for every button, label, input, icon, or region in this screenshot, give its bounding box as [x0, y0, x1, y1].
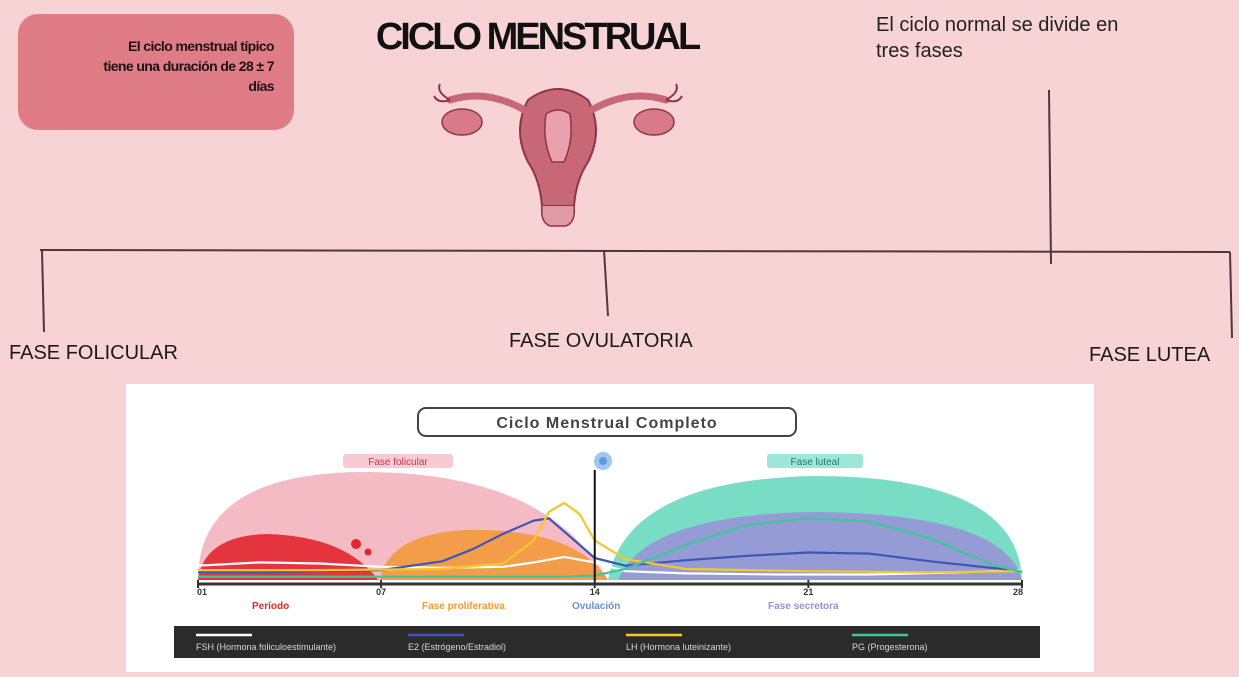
- blood-drop-icon-small: [364, 548, 372, 556]
- duration-line-1: El ciclo menstrual típico: [127, 38, 275, 54]
- x-axis-ticks: 01 07 14 21 28: [197, 580, 1023, 597]
- legend-items: FSH (Hormona foliculoestimulante) E2 (Est…: [196, 633, 928, 652]
- chart-title: Ciclo Menstrual Completo: [496, 415, 717, 432]
- legend-label-1: E2 (Estrógeno/Estradiol): [408, 642, 506, 652]
- x-tick-label-4: 28: [1013, 587, 1023, 597]
- hormone-curve-3: [198, 517, 1023, 578]
- hormone-chart: Ciclo Menstrual Completo Fase folicular …: [174, 407, 1040, 658]
- legend-label-3: PG (Progesterona): [852, 642, 928, 652]
- chart-title-pill: [417, 407, 797, 437]
- segment-label-period: Período: [252, 601, 289, 612]
- badge-luteal-bg: [767, 454, 863, 468]
- hormone-curve-2: [198, 501, 1023, 574]
- main-title: CICLO MENSTRUAL: [375, 16, 701, 58]
- badge-luteal-label: Fase luteal: [791, 457, 840, 468]
- ovum-nucleus-icon: [599, 457, 607, 465]
- badge-follicular-bg: [343, 454, 453, 468]
- x-tick-label-1: 07: [376, 587, 386, 597]
- hormone-curves: [197, 501, 1023, 578]
- uterus-illustration: [433, 83, 683, 227]
- badge-follicular-label: Fase folicular: [368, 457, 428, 468]
- period-area: [198, 534, 378, 580]
- blood-drop-icon: [351, 539, 361, 549]
- segment-label-proliferative: Fase proliferativa: [422, 601, 505, 612]
- phases-note-line-2: tres fases: [876, 40, 963, 62]
- phases-note: El ciclo normal se divide en tres fases: [876, 12, 1216, 64]
- phase-luteal-label: FASE LUTEA: [1089, 344, 1211, 366]
- duration-line-3: días: [248, 78, 274, 94]
- phases-note-line-1: El ciclo normal se divide en: [876, 14, 1119, 36]
- hormone-curve-0: [197, 555, 1023, 576]
- x-tick-label-2: 14: [590, 587, 600, 597]
- phase-ovulatory-label: FASE OVULATORIA: [509, 330, 693, 352]
- x-tick-label-0: 01: [197, 587, 207, 597]
- segment-label-secretory: Fase secretora: [768, 601, 839, 612]
- secretory-area: [618, 512, 1022, 580]
- legend-label-2: LH (Hormona luteinizante): [626, 642, 731, 652]
- legend-label-0: FSH (Hormona foliculoestimulante): [196, 642, 336, 652]
- x-tick-label-3: 21: [803, 587, 813, 597]
- phase-follicular-label: FASE FOLICULAR: [9, 342, 178, 364]
- chart-panel: Ciclo Menstrual Completo Fase folicular …: [126, 384, 1094, 672]
- duration-line-2: tiene una duración de 28 ± 7: [103, 58, 274, 74]
- duration-note-box: El ciclo menstrual típico tiene una dura…: [18, 14, 294, 130]
- phase-connector-lines: [39, 89, 1233, 339]
- chart-legend: [174, 626, 1040, 658]
- segment-label-ovulation: Ovulación: [572, 601, 620, 612]
